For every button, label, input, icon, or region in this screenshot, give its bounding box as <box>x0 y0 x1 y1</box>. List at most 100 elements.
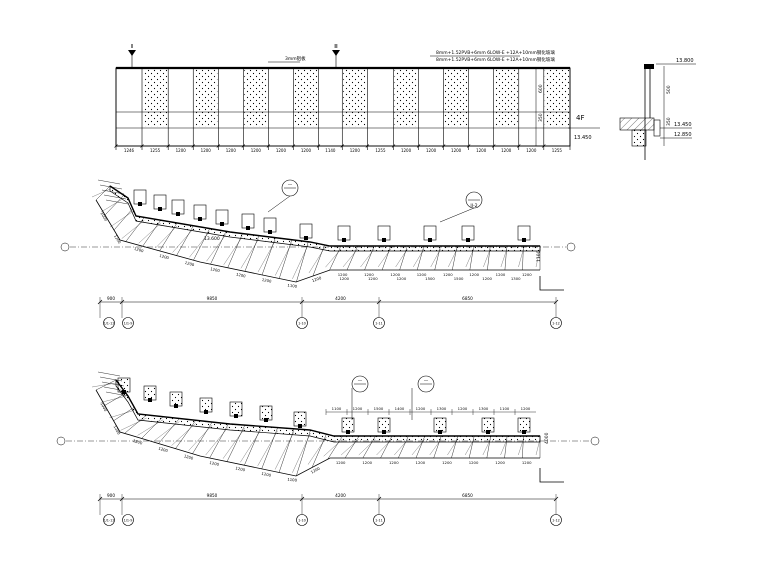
plan-left-leader <box>97 179 121 185</box>
plan-hatch-line <box>91 188 111 198</box>
plan-hatch-line <box>535 248 541 268</box>
elev-fritted-glass <box>244 69 268 127</box>
elev-panel-dim: 1200 <box>276 148 287 153</box>
plan-rib <box>362 435 376 459</box>
plan-overall-dim-tick <box>553 496 559 502</box>
plan-hatch-line <box>292 244 309 279</box>
plan-hatch-line <box>109 211 133 228</box>
plan-curtain-wall-line <box>109 185 540 247</box>
elev-dim-tick <box>291 144 296 148</box>
plan-lower-dim: 1200 <box>132 438 143 446</box>
plan-view-1: 1000120012001200120012001200120011001200… <box>60 179 576 329</box>
elev-dim-tick <box>166 144 170 148</box>
plan-lower-dim: 1200 <box>210 266 221 273</box>
plan-overall-dim: 900 <box>107 296 115 301</box>
plan-2-upper-dim: 1300 <box>437 406 447 411</box>
plan-hatch-line <box>465 438 475 456</box>
plan-hatch-line <box>360 248 375 268</box>
plan-axis-bubble <box>296 317 308 329</box>
plan-return-edge <box>539 468 564 483</box>
plan-lower-dim: 1200 <box>184 260 195 268</box>
detail-height-dim-2: 350 <box>666 117 672 126</box>
section-marker-ii-label: Ⅱ <box>131 44 133 50</box>
plan-rib <box>209 423 229 459</box>
elev-dim-tick <box>316 144 321 148</box>
plan-lower-dim: 1200 <box>364 272 374 277</box>
plan-hatch-line <box>448 248 458 268</box>
plan-lower-dim: 1200 <box>390 272 400 277</box>
plan-column-fin <box>517 225 531 241</box>
plan-hatch-line <box>358 438 376 456</box>
plan-rib <box>381 245 391 271</box>
plan-rib <box>210 231 227 265</box>
plan-lower-dim: 1200 <box>134 246 145 254</box>
plan-overall-dim-tick <box>299 299 305 305</box>
plan-axis-label: 1-10 <box>298 519 306 523</box>
plan-rib <box>95 185 111 201</box>
plan-hatch-line <box>137 419 164 436</box>
plan-column-fin <box>153 194 167 210</box>
elev-panel-dim: 1200 <box>201 148 212 153</box>
plan-column-fin <box>337 225 351 241</box>
plan-hatch-line <box>413 248 425 268</box>
plan-overall-dim-tick <box>97 299 103 305</box>
plan-grid-bubble-right <box>590 436 600 446</box>
plan-rib <box>311 434 327 468</box>
plan-hatch-line <box>518 248 524 268</box>
plan-lower-dim: 1200 <box>159 253 170 261</box>
plan-rib <box>227 233 243 268</box>
plan-left-leader <box>99 376 123 382</box>
plan-rib <box>346 245 358 271</box>
elev-panel-dim: 1200 <box>426 148 437 153</box>
plan-rib <box>329 245 342 271</box>
plan-hatch-line <box>275 242 292 276</box>
plan-hatch-line <box>292 433 311 473</box>
plan-overall-dim: 6850 <box>462 493 473 498</box>
plan-rib <box>415 435 426 459</box>
plan-column-node <box>204 410 208 414</box>
plan-lower-dim: 1100 <box>287 477 298 483</box>
plan-1-callout-1-label: — <box>288 183 293 188</box>
plan-rib <box>113 407 135 421</box>
plan-lower-dim: 1200 <box>236 272 247 279</box>
plan-hatch-line <box>240 238 260 269</box>
plan-lower-dim: 1100 <box>287 283 298 289</box>
plan-overall-dim-tick <box>299 496 305 502</box>
plan-column-node <box>122 390 126 394</box>
plan-hatch-line <box>257 430 278 466</box>
plan-rib <box>296 430 311 476</box>
plan-outer-edge <box>95 199 540 283</box>
detail-level-2: 12.850 <box>674 132 692 138</box>
plan-hatch-line <box>188 424 213 451</box>
plan-rib <box>327 435 343 460</box>
plan-overall-dim: 9850 <box>207 493 218 498</box>
elev-panel-dim: 1200 <box>451 148 462 153</box>
plan-lower-dim: 1200 <box>362 460 372 465</box>
plan-hatch-line <box>377 248 391 268</box>
plan-2-upper-dim: 1100 <box>500 406 510 411</box>
plan-overall-dim-tick <box>376 299 382 305</box>
plan-column-node <box>342 238 346 242</box>
plan-2-callout-1: — <box>351 375 369 420</box>
elev-dim-tick <box>140 144 144 148</box>
plan-lower-dim: 1200 <box>442 460 452 465</box>
detail-top-level: 13.800 <box>676 58 694 64</box>
plan-hatch-line <box>411 438 425 456</box>
plan-column-fin <box>241 213 255 229</box>
section-detail: 13.800 500 350 13.450 12.850 <box>619 58 696 160</box>
plan-column-node <box>174 404 178 408</box>
elev-dim-tick <box>266 144 271 148</box>
plan-hatch-line <box>447 438 458 456</box>
plan-rib <box>451 435 458 459</box>
plan-rib <box>344 435 360 459</box>
plan-overall-dim-tick <box>119 299 125 305</box>
plan-rib <box>176 225 194 256</box>
plan-axis-label: 1-12 <box>552 322 560 326</box>
plan-hatch-line <box>500 438 508 456</box>
plan-1-segment-dim: 1200 <box>368 276 378 281</box>
plan-rib <box>95 379 117 391</box>
plan-axis-bubble <box>550 317 562 329</box>
plan-1-side-dim: 1100 <box>536 250 542 262</box>
elev-fritted-glass <box>494 69 518 127</box>
